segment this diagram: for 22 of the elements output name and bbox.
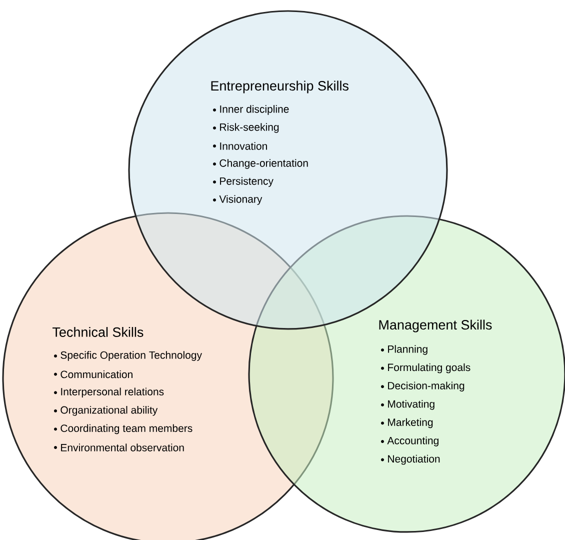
heading: Management Skills [379,320,492,332]
bullet-item: Motivating [388,400,434,410]
bullet-item: Accounting [387,436,438,446]
bullet-item: Change-orientation [220,159,308,169]
bullet-item: Marketing [388,418,433,428]
bullet-item: Decision-making [388,382,464,392]
bullet-item: Communication [60,370,132,378]
bullet-item: Organizational ability [60,406,158,416]
bullet-item: Risk-seeking [220,123,279,133]
bullet-item: Specific Operation Technology [60,351,202,361]
bullet-item: Interpersonal relations [61,388,164,398]
bullet-item: Environmental observation [61,444,184,452]
bullet-item: Visionary [219,195,262,205]
bullet-item: Innovation [220,142,267,150]
bullet-item: Planning [388,345,428,355]
heading: Technical Skills [52,327,144,337]
bullet-item: Formulating goals [388,363,470,374]
bullet-item: Coordinating team members [60,424,192,434]
bullet-item: Negotiation [388,454,440,465]
bullet-item: Persistency [220,177,274,187]
bullet-item: Inner discipline [220,105,289,115]
heading: Entrepreneurship Skills [211,80,348,94]
